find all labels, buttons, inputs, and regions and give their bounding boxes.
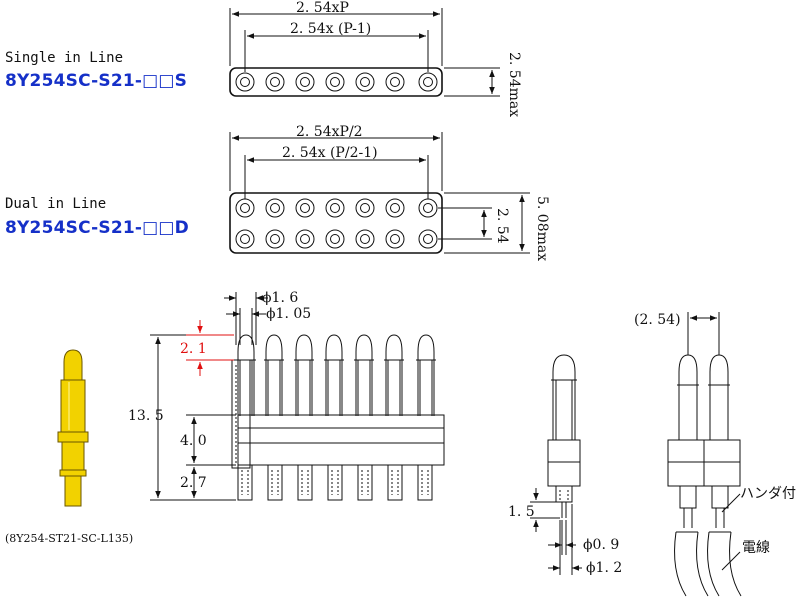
pin-caption: (8Y254-ST21-SC-L135) [5,532,133,545]
wired-pair [667,312,742,597]
dual-total-dim: 2. 54xP/2 [296,124,363,140]
single-inner-dim: 2. 54x (P-1) [290,21,371,37]
dual-height-dim: 5. 08max [534,196,550,261]
dual-pitch-dim: 2. 54 [494,208,510,244]
stroke-dimension [186,320,234,376]
total-height-dim: 13. 5 [128,408,164,424]
tail-diameter2-dim: ϕ1. 2 [586,560,622,576]
dual-label: Dual in Line [5,196,107,212]
single-total-dim: 2. 54xP [296,0,349,16]
side-pins [236,334,436,501]
solder-label: ハンダ付 [740,486,796,502]
tail-height-dim: 2. 7 [180,475,207,491]
single-part-number: 8Y254SC-S21-□□S [5,71,188,91]
single-height-dim: 2. 54max [506,52,522,117]
wire-label: 電線 [742,540,770,556]
dual-part-number: 8Y254SC-S21-□□D [5,218,189,238]
wire-pitch-dim: (2. 54) [634,312,681,328]
single-row-top-view [229,8,500,97]
single-label: Single in Line [5,50,124,66]
inner-diameter-dim: ϕ1. 05 [266,306,311,322]
gold-pin [57,349,89,507]
body-height-dim: 4. 0 [180,433,207,449]
stroke-dim-text: 2. 1 [180,341,207,357]
outer-diameter-dim: ϕ1. 6 [262,290,298,306]
side-view [150,292,445,501]
tail-diameter-dim: ϕ0. 9 [583,537,619,553]
tail-length-dim: 1. 5 [508,504,535,520]
detail-pin [530,354,582,575]
dual-row-top-view [229,132,530,254]
dual-inner-dim: 2. 54x (P/2-1) [282,145,378,161]
